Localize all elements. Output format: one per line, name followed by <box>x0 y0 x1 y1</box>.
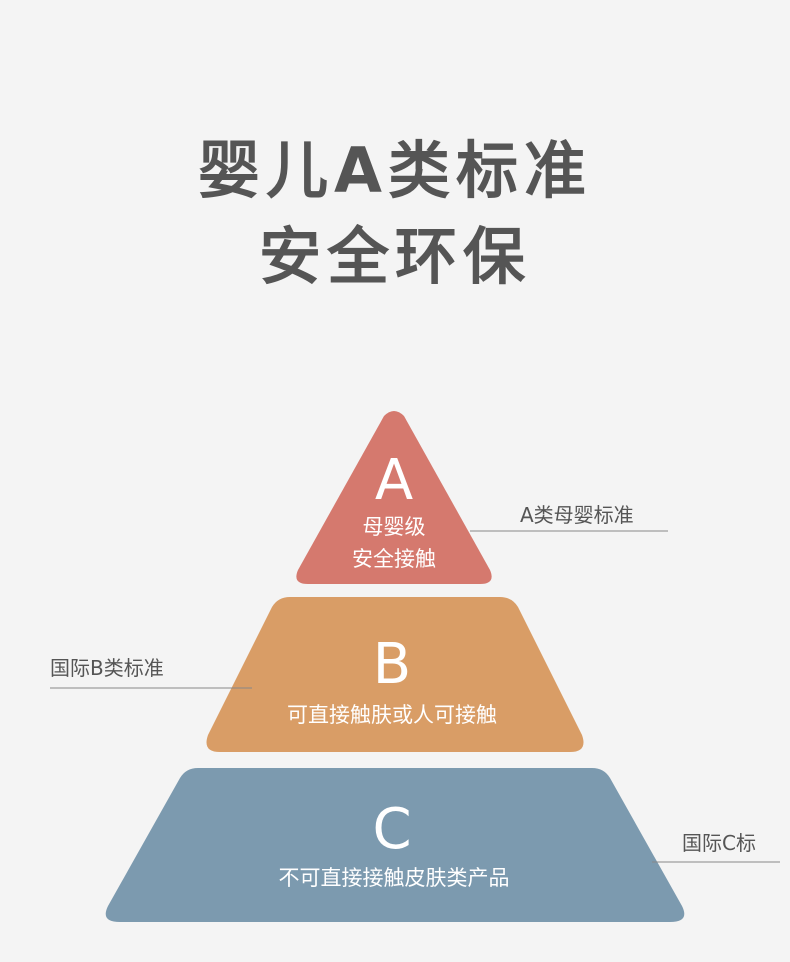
tier-c-description-line-1: 不可直接接触皮肤类产品 <box>279 866 510 890</box>
tier-c: C 不可直接接触皮肤类产品 <box>105 768 685 922</box>
tier-b-description-line-1: 可直接触肤或人可接触 <box>287 703 497 727</box>
tier-a-shape <box>296 411 492 584</box>
tier-b-side-label: 国际B类标准 <box>50 656 164 680</box>
tier-b-shape <box>206 597 584 752</box>
tier-a-callout: A类母婴标准 <box>470 503 668 532</box>
tier-b-callout: 国际B类标准 <box>50 656 252 689</box>
tier-a-description-line-2: 安全接触 <box>352 547 436 571</box>
tier-c-callout: 国际C标 <box>652 831 780 863</box>
tier-c-shape <box>105 768 685 922</box>
headline-line-1: 婴儿A类标准 <box>198 134 592 207</box>
tier-a-description-line-1: 母婴级 <box>363 515 426 539</box>
tier-b-letter: B <box>373 632 411 697</box>
tier-c-letter: C <box>372 797 411 862</box>
headline-line-2: 安全环保 <box>258 220 531 293</box>
tier-a-side-label: A类母婴标准 <box>520 503 634 527</box>
tier-a-letter: A <box>375 448 413 513</box>
tier-a: A 母婴级 安全接触 <box>296 411 492 584</box>
tier-c-side-label: 国际C标 <box>682 831 756 855</box>
tier-b: B 可直接触肤或人可接触 <box>206 597 584 752</box>
